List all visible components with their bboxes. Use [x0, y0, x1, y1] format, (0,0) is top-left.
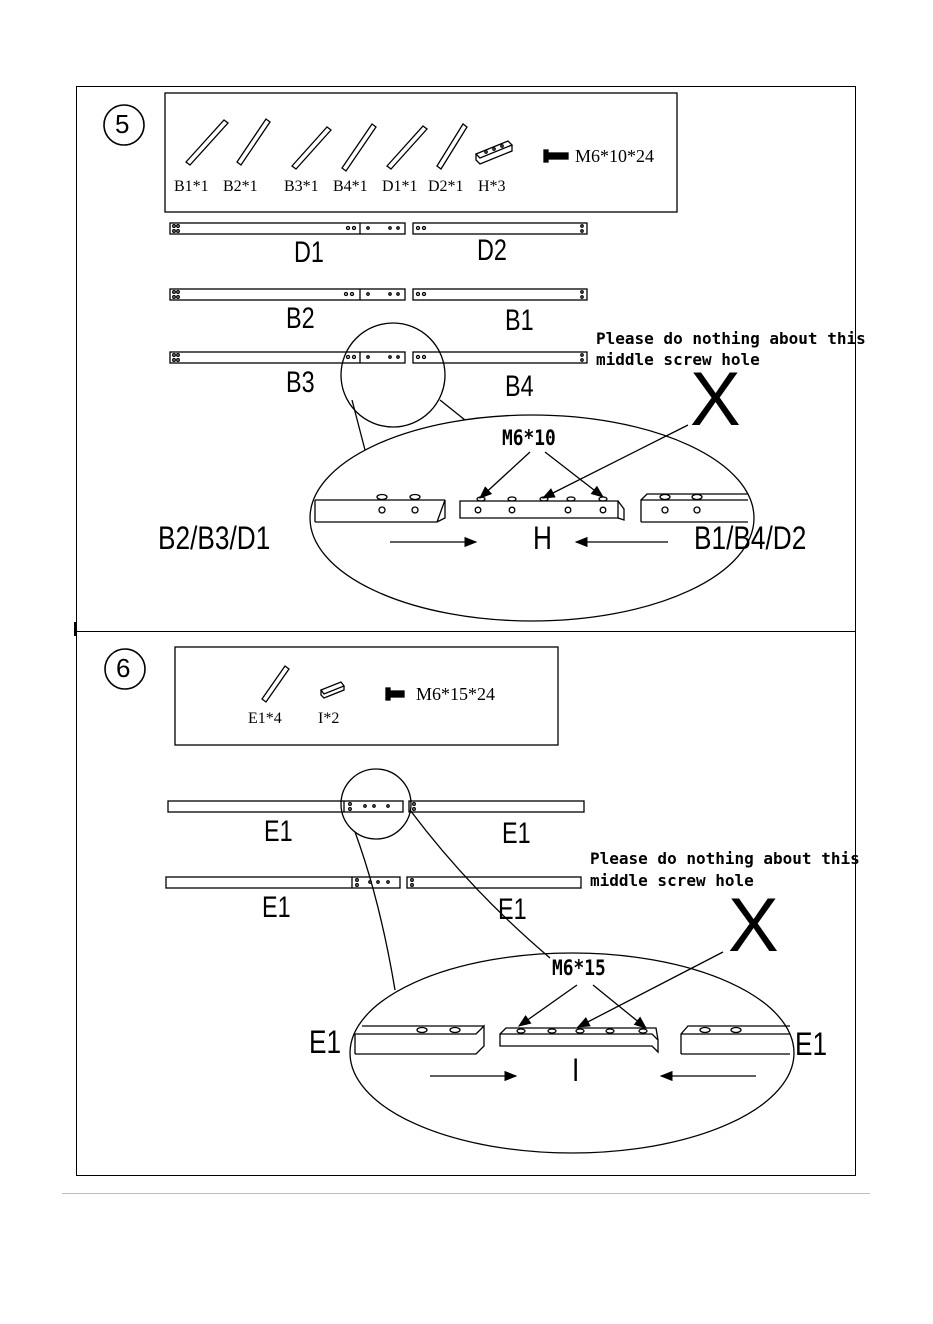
rail-label-b1: B1 [505, 306, 534, 336]
screw-spec-step5: M6*10*24 [575, 147, 654, 165]
rail-e1-bottom-left [166, 877, 400, 888]
step6-detail-left: E1 [309, 1026, 341, 1058]
bolt-icon-step6 [386, 688, 404, 700]
screw-spec-step6: M6*15*24 [416, 685, 495, 703]
rail-b4 [413, 352, 587, 363]
step6-screw-pointer [519, 985, 577, 1026]
step6-x-mark: X [728, 888, 779, 964]
step5-x-mark: X [690, 362, 741, 438]
step6-screw-pointer [593, 985, 646, 1028]
part-label-b3: B3*1 [284, 179, 319, 195]
step6-detail-right: E1 [795, 1028, 827, 1060]
part-label-b2: B2*1 [223, 179, 258, 195]
step5-detail-left-rail [315, 495, 445, 523]
rail-label-e1-top-right: E1 [502, 819, 531, 849]
bolt-icon-step5 [544, 150, 568, 162]
step6-note-line1: Please do nothing about this [590, 851, 860, 867]
step5-screw-pointer [545, 452, 603, 497]
step5-h-bracket-icon [476, 141, 512, 164]
step6-detail-left-rail [355, 1026, 484, 1054]
rail-b3 [170, 352, 405, 363]
step6-parts-box [175, 647, 558, 745]
rail-b2 [170, 289, 405, 300]
rail-b1 [413, 289, 587, 300]
rail-label-e1-bottom-left: E1 [262, 893, 291, 923]
step6-e1-stick [262, 666, 289, 702]
rail-label-d1: D1 [294, 238, 324, 268]
step6-detail-right-rail [681, 1026, 790, 1054]
step6-detail-screw: M6*15 [552, 958, 606, 979]
rail-label-e1-bottom-right: E1 [498, 895, 527, 925]
step5-screw-pointer [480, 452, 530, 498]
rail-e1-top-right [409, 801, 584, 812]
rail-label-b4: B4 [505, 372, 534, 402]
part-label-d1: D1*1 [382, 179, 418, 195]
step5-detail-screw: M6*10 [502, 428, 556, 449]
step5-zoom-link [440, 400, 465, 420]
part-label-d2: D2*1 [428, 179, 464, 195]
part-label-h: H*3 [478, 179, 506, 195]
rail-d1 [170, 223, 405, 234]
rail-label-b3: B3 [286, 368, 315, 398]
rail-e1-bottom-right [407, 877, 581, 888]
step6-detail-center: I [572, 1054, 579, 1086]
part-label-e1: E1*4 [248, 711, 282, 727]
part-label-b4: B4*1 [333, 179, 368, 195]
rail-d2 [413, 223, 587, 234]
step6-detail-i-bracket [500, 1028, 658, 1052]
step6-number: 6 [116, 655, 130, 681]
rail-label-d2: D2 [477, 236, 507, 266]
rail-label-e1-top-left: E1 [264, 817, 293, 847]
step6-i-bracket-icon [321, 682, 344, 698]
step5-detail-center: H [533, 522, 552, 554]
step5-detail-right: B1/B4/D2 [694, 522, 806, 554]
step5-zoom-link [352, 400, 365, 450]
rail-e1-top-left [168, 801, 403, 812]
part-label-i: I*2 [318, 711, 339, 727]
step5-detail-right-rail [641, 494, 748, 522]
part-label-b1: B1*1 [174, 179, 209, 195]
step5-x-pointer [543, 425, 688, 498]
step5-zoom-circle [341, 323, 445, 427]
step5-note-line1: Please do nothing about this [596, 331, 866, 347]
step5-part-sticks [186, 119, 467, 171]
rail-label-b2: B2 [286, 304, 315, 334]
step5-detail-h-bracket [460, 497, 624, 520]
step5-number: 5 [115, 111, 129, 137]
step6-zoom-link [355, 832, 395, 990]
step5-detail-left: B2/B3/D1 [158, 522, 270, 554]
